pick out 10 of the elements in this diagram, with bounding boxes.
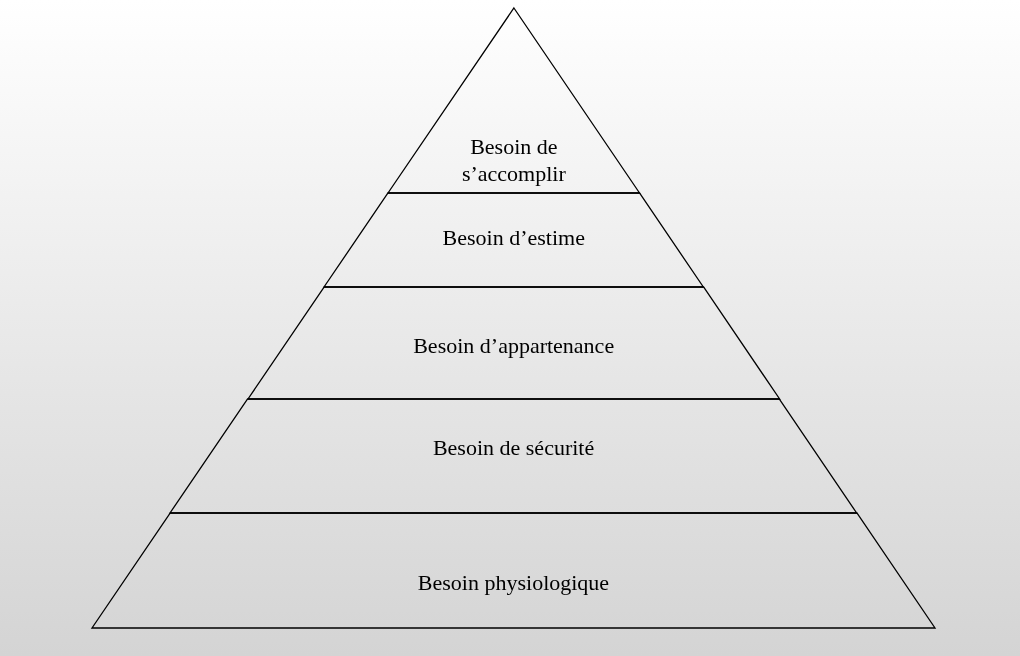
pyramid-level (170, 399, 857, 513)
level-label: Besoin de s’accomplir (460, 134, 567, 187)
pyramid-level (324, 193, 704, 287)
pyramid-apex (388, 8, 640, 193)
level-label: Besoin de sécurité (432, 434, 595, 462)
level-label: Besoin physiologique (417, 570, 610, 597)
pyramid-level (92, 513, 935, 628)
level-label: Besoin d’appartenance (413, 332, 615, 360)
level-label: Besoin d’estime (442, 224, 585, 252)
pyramid-level (247, 287, 780, 399)
